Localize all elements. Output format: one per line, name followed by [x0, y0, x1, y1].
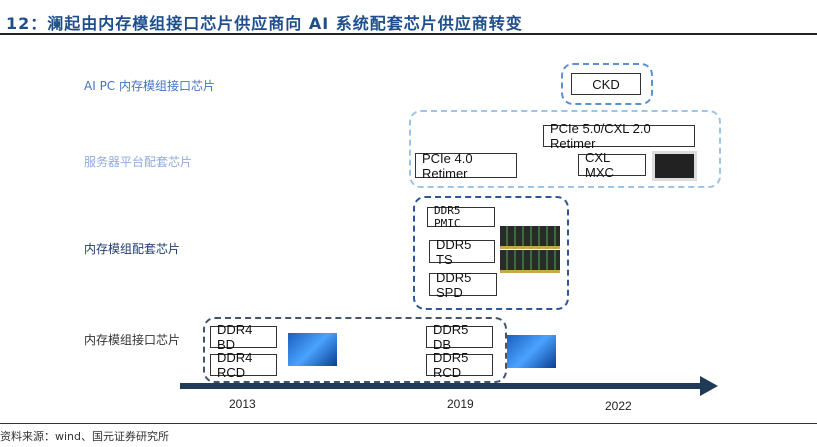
chip-ddr5-spd: DDR5 SPD [429, 270, 497, 300]
year-label: 2019 [447, 397, 474, 411]
year-label: 2022 [605, 399, 632, 413]
chip-ddr5-pmic: DDR5 PMIC [427, 204, 495, 230]
row-label-ai-pc: AI PC 内存模组接口芯片 [84, 79, 215, 93]
footer-divider [0, 423, 817, 424]
chip-ddr4-rcd: DDR4 RCD [210, 350, 277, 380]
chip-ddr5-db: DDR5 DB [426, 322, 493, 352]
chip-ddr5-ts: DDR5 TS [429, 237, 495, 267]
chip-pcie5-retimer: PCIe 5.0/CXL 2.0 Retimer [543, 121, 695, 151]
timeline-axis [180, 383, 702, 389]
chip-image [288, 333, 337, 366]
row-label-module-interface: 内存模组接口芯片 [84, 333, 181, 347]
chip-ckd: CKD [571, 73, 641, 95]
ram-module-image [500, 250, 560, 273]
chip-image [507, 335, 556, 368]
figure-title: 12：澜起由内存模组接口芯片供应商向 AI 系统配套芯片供应商转变 [6, 14, 523, 33]
row-label-server: 服务器平台配套芯片 [84, 155, 193, 169]
server-group [409, 110, 721, 188]
year-label: 2013 [229, 397, 256, 411]
chip-pcie4-retimer: PCIe 4.0 Retimer [415, 151, 517, 181]
cxl-chip-image [652, 151, 697, 181]
title-divider [0, 33, 817, 35]
chip-ddr5-rcd: DDR5 RCD [426, 350, 493, 380]
ram-module-image [500, 226, 560, 249]
row-label-module-support: 内存模组配套芯片 [84, 242, 181, 256]
module-support-group [413, 196, 569, 310]
ai-pc-group [561, 63, 653, 105]
module-interface-group [203, 317, 507, 383]
chip-cxl-mxc: CXL MXC [578, 150, 646, 180]
timeline-arrow-icon [700, 376, 718, 396]
chip-ddr4-bd: DDR4 BD [210, 322, 277, 352]
source-note: 资料来源：wind、国元证券研究所 [0, 430, 170, 443]
